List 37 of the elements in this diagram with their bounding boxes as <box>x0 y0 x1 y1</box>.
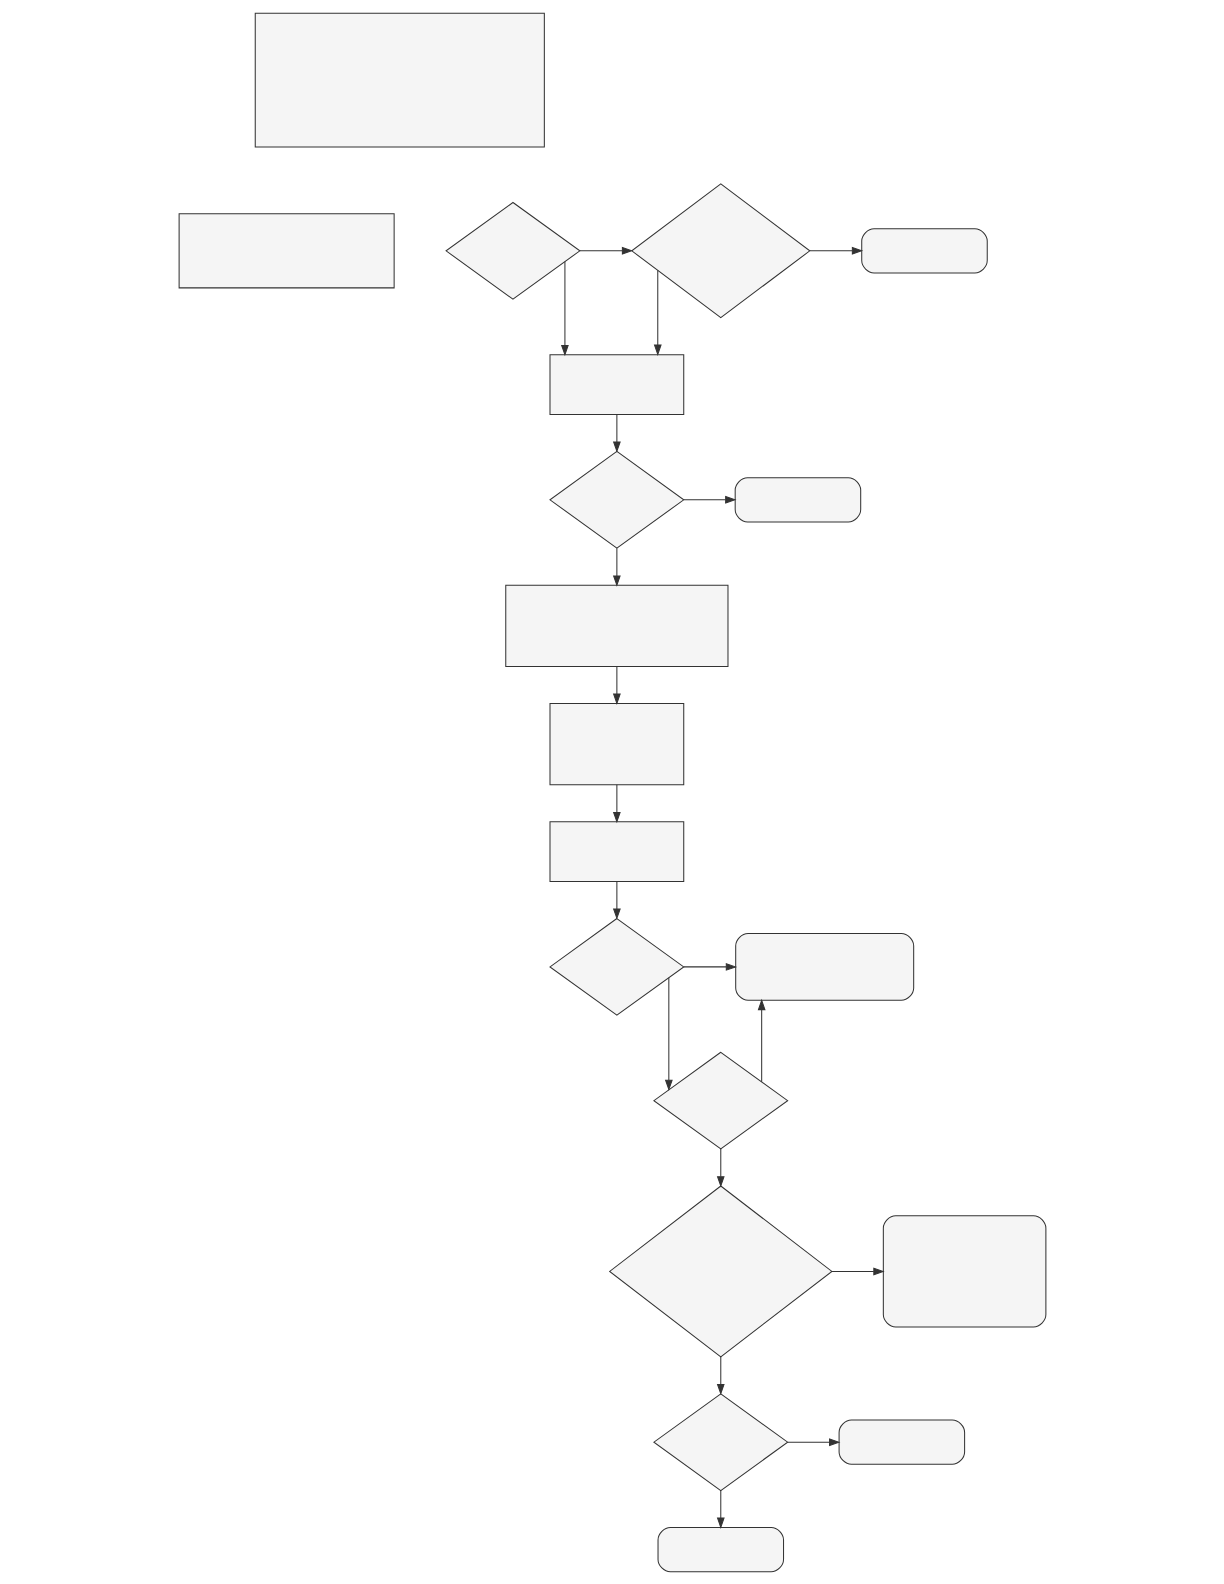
arrow <box>831 1266 885 1275</box>
arrow <box>612 413 621 453</box>
arrow <box>578 246 633 255</box>
node-diamond <box>630 182 811 318</box>
node-stadium <box>657 1526 784 1572</box>
node-box <box>549 702 684 785</box>
arrow <box>716 1148 725 1187</box>
node-stadium <box>734 932 914 1001</box>
node-box <box>178 212 395 288</box>
node-box <box>504 584 728 667</box>
node-diamond <box>652 1051 789 1150</box>
arrow <box>664 976 673 1091</box>
node-stadium <box>882 1214 1046 1327</box>
node-box <box>549 820 684 882</box>
node-box <box>254 12 545 147</box>
arrow <box>560 260 569 356</box>
arrow <box>682 495 736 504</box>
node-diamond <box>548 450 685 549</box>
arrow <box>612 783 621 823</box>
arrow <box>682 962 737 971</box>
node-stadium <box>838 1419 965 1465</box>
node-diamond <box>548 917 685 1016</box>
arrow <box>757 998 766 1082</box>
node-diamond <box>444 201 581 300</box>
node-stadium <box>734 476 861 522</box>
node-diamond <box>652 1392 789 1491</box>
arrow <box>716 1489 725 1529</box>
arrow <box>786 1437 840 1446</box>
arrow <box>808 246 863 255</box>
node-diamond <box>608 1184 833 1357</box>
node-box <box>549 353 684 415</box>
arrow <box>716 1355 725 1395</box>
arrow <box>612 547 621 587</box>
arrow <box>612 665 621 705</box>
arrow <box>653 269 662 356</box>
node-stadium <box>860 227 988 273</box>
arrow <box>612 880 621 920</box>
